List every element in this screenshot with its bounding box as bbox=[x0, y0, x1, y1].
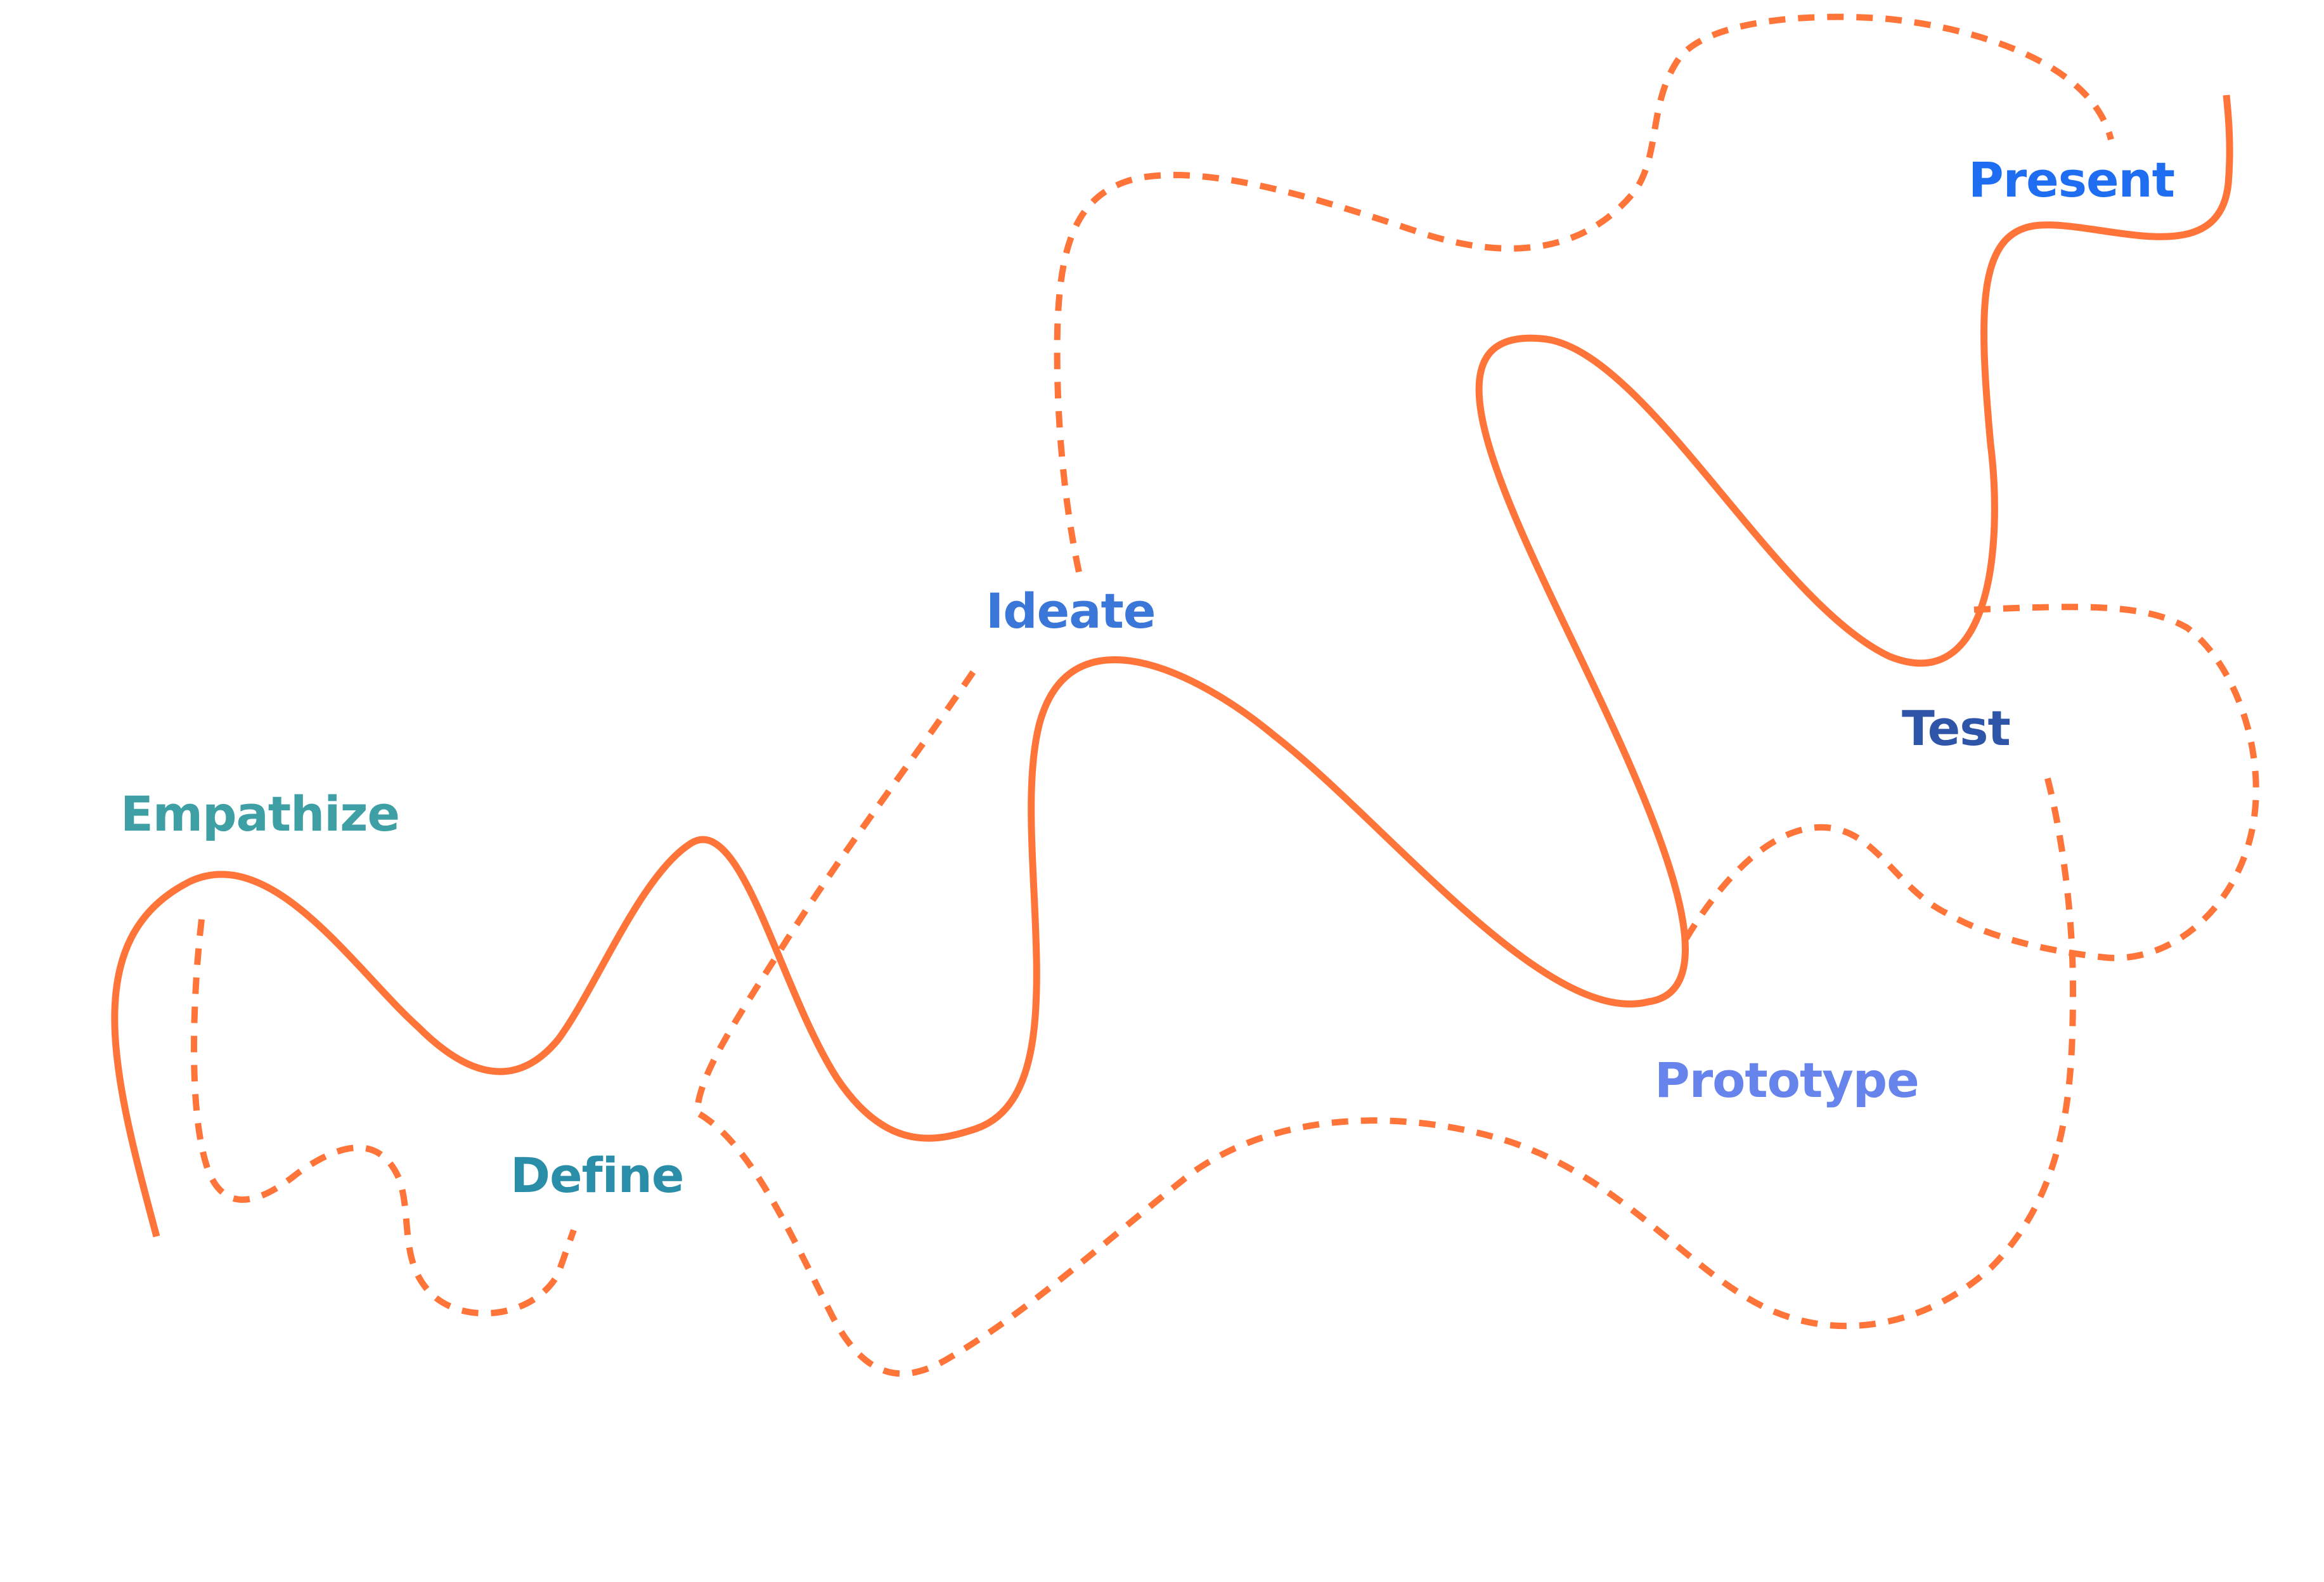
process-main-path bbox=[111, 94, 2233, 1238]
empathize-define-loop bbox=[191, 919, 577, 1317]
stage-label-define: Define bbox=[510, 1147, 683, 1203]
stage-label-ideate: Ideate bbox=[986, 583, 1155, 639]
stage-label-empathize: Empathize bbox=[120, 786, 399, 842]
ideate-present-loop bbox=[1054, 13, 2114, 573]
stage-label-test: Test bbox=[1902, 700, 2010, 756]
stage-label-prototype: Prototype bbox=[1655, 1052, 1919, 1108]
prototype-test-loop bbox=[1683, 604, 2259, 961]
define-prototype-loop bbox=[694, 670, 2077, 1377]
stage-label-present: Present bbox=[1968, 152, 2174, 208]
